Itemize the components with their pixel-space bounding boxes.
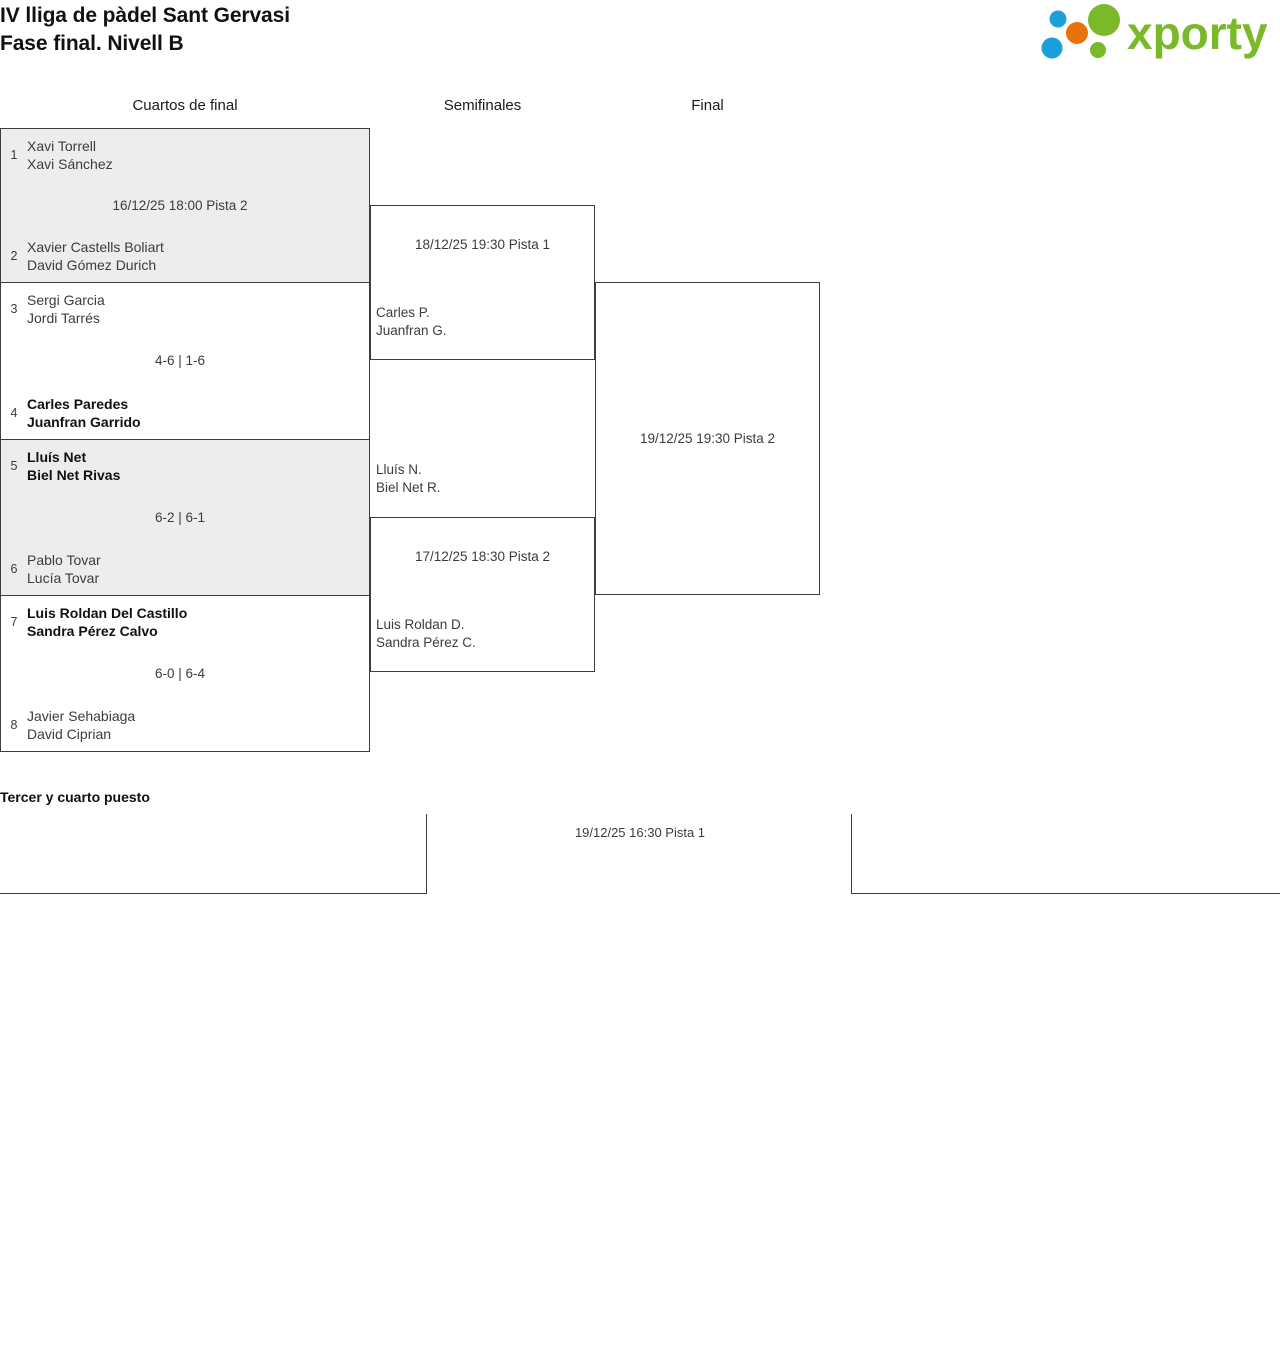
xporty-logo[interactable]: xporty <box>1032 4 1272 64</box>
semifinal-team-3: Luis Roldan D. Sandra Pérez C. <box>376 616 596 652</box>
player-name: Lluís Net <box>27 449 87 465</box>
player-name: David Gómez Durich <box>27 257 157 273</box>
player-name: Sandra Pérez Calvo <box>27 623 158 639</box>
match-team-bottom: 8 Javier Sehabiaga David Ciprian <box>1 707 361 743</box>
player-name: Carles Paredes <box>27 396 129 412</box>
match-quarterfinal-2[interactable]: 3 Sergi Garcia Jordi Tarrés 4-6 | 1-6 4 … <box>0 282 370 440</box>
third-place-bracket-left <box>0 814 427 894</box>
player-name: Biel Net R. <box>376 480 441 495</box>
semifinal-team-1: Carles P. Juanfran G. <box>376 304 596 340</box>
match-schedule: 18/12/25 19:30 Pista 1 <box>414 237 551 252</box>
player-name: Sergi Garcia <box>27 292 105 308</box>
round-header-final: Final <box>691 97 724 114</box>
seed-number: 6 <box>10 562 18 576</box>
player-name: Xavi Sánchez <box>27 156 113 172</box>
match-quarterfinal-1[interactable]: 1 Xavi Torrell Xavi Sánchez 16/12/25 18:… <box>0 128 370 283</box>
seed-number: 8 <box>10 718 18 732</box>
round-header-semifinals: Semifinales <box>443 97 522 114</box>
team-players: Xavi Torrell Xavi Sánchez <box>27 137 113 173</box>
seed-number: 3 <box>10 302 18 316</box>
player-name: Biel Net Rivas <box>27 467 121 483</box>
player-name: Lluís N. <box>376 462 422 477</box>
match-quarterfinal-3[interactable]: 5 Lluís Net Biel Net Rivas 6-2 | 6-1 6 P… <box>0 439 370 596</box>
seed-number: 2 <box>10 249 18 263</box>
match-team-bottom: 6 Pablo Tovar Lucía Tovar <box>1 551 361 587</box>
team-players: Carles Paredes Juanfran Garrido <box>27 395 141 431</box>
match-schedule: 19/12/25 19:30 Pista 2 <box>639 430 776 446</box>
match-score: 6-2 | 6-1 <box>154 509 206 525</box>
match-schedule: 16/12/25 18:00 Pista 2 <box>112 197 248 213</box>
match-semifinal-1[interactable]: 18/12/25 19:30 Pista 1 <box>370 205 595 360</box>
logo-dots-icon <box>1041 4 1120 59</box>
player-name: Lucía Tovar <box>27 570 100 586</box>
seed-number: 7 <box>10 615 18 629</box>
match-score: 6-0 | 6-4 <box>154 665 206 681</box>
match-team-top: 7 Luis Roldan Del Castillo Sandra Pérez … <box>1 604 361 640</box>
player-name: Javier Sehabiaga <box>27 708 136 724</box>
match-team-top: 3 Sergi Garcia Jordi Tarrés <box>1 291 361 327</box>
player-name: Sandra Pérez C. <box>376 635 476 650</box>
match-team-top: 1 Xavi Torrell Xavi Sánchez <box>1 137 361 173</box>
match-score: 4-6 | 1-6 <box>154 353 206 368</box>
match-team-bottom: 4 Carles Paredes Juanfran Garrido <box>1 395 361 431</box>
player-name: Pablo Tovar <box>27 552 101 568</box>
third-place-bracket-right <box>851 814 1280 894</box>
round-header-quarterfinals: Cuartos de final <box>132 97 238 114</box>
match-team-top: 5 Lluís Net Biel Net Rivas <box>1 448 361 484</box>
team-players: Javier Sehabiaga David Ciprian <box>27 707 135 743</box>
team-players: Lluís Net Biel Net Rivas <box>27 448 120 484</box>
third-place-title: Tercer y cuarto puesto <box>0 789 150 805</box>
player-name: Xavier Castells Boliart <box>27 239 164 255</box>
seed-number: 4 <box>10 406 18 420</box>
match-team-bottom: 2 Xavier Castells Boliart David Gómez Du… <box>1 238 361 274</box>
semifinal-team-2: Lluís N. Biel Net R. <box>376 461 596 497</box>
match-schedule: 17/12/25 18:30 Pista 2 <box>414 549 551 564</box>
player-name: Juanfran G. <box>376 323 447 338</box>
player-name: Carles P. <box>376 305 430 320</box>
match-final[interactable]: 19/12/25 19:30 Pista 2 <box>595 282 820 595</box>
third-place-schedule: 19/12/25 16:30 Pista 1 <box>574 825 706 840</box>
page-title: IV lliga de pàdel Sant Gervasi Fase fina… <box>0 2 700 58</box>
seed-number: 1 <box>10 148 18 162</box>
player-name: Jordi Tarrés <box>27 310 100 326</box>
player-name: Juanfran Garrido <box>27 414 141 430</box>
tournament-phase: Fase final. Nivell B <box>0 32 184 55</box>
seed-number: 5 <box>10 459 18 473</box>
player-name: Xavi Torrell <box>27 138 96 154</box>
match-quarterfinal-4[interactable]: 7 Luis Roldan Del Castillo Sandra Pérez … <box>0 595 370 752</box>
team-players: Sergi Garcia Jordi Tarrés <box>27 291 105 327</box>
team-players: Xavier Castells Boliart David Gómez Duri… <box>27 238 164 274</box>
player-name: David Ciprian <box>27 726 112 742</box>
tournament-name: IV lliga de pàdel Sant Gervasi <box>0 4 290 27</box>
match-semifinal-2[interactable]: 17/12/25 18:30 Pista 2 <box>370 517 595 672</box>
logo-wordmark: xporty <box>1127 7 1268 59</box>
player-name: Luis Roldan D. <box>376 617 465 632</box>
player-name: Luis Roldan Del Castillo <box>27 605 188 621</box>
team-players: Luis Roldan Del Castillo Sandra Pérez Ca… <box>27 604 187 640</box>
team-players: Pablo Tovar Lucía Tovar <box>27 551 101 587</box>
